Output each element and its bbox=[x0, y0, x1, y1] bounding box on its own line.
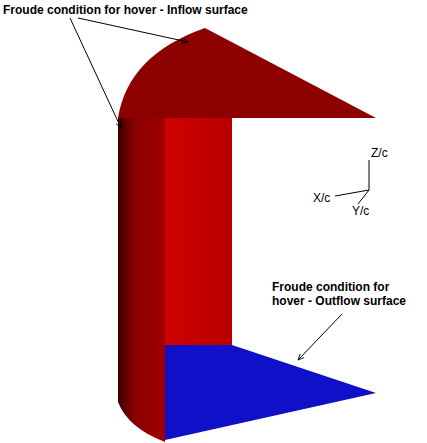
axis-label: X/c bbox=[313, 191, 330, 205]
axis-label: Y/c bbox=[352, 204, 369, 218]
callout-label: Froude condition for hover - Inflow surf… bbox=[3, 3, 248, 17]
leader-line bbox=[298, 314, 342, 360]
inflow-top-surface bbox=[118, 28, 376, 118]
inner-wall bbox=[165, 118, 232, 345]
leader-line bbox=[78, 18, 188, 42]
cylinder-wall bbox=[118, 118, 165, 442]
leader-line bbox=[70, 18, 121, 128]
outflow-surface bbox=[165, 345, 376, 440]
axis-label: Z/c bbox=[371, 146, 388, 160]
axis-triad bbox=[335, 160, 369, 204]
callout-label: Froude condition for hover - Outflow sur… bbox=[272, 280, 422, 309]
